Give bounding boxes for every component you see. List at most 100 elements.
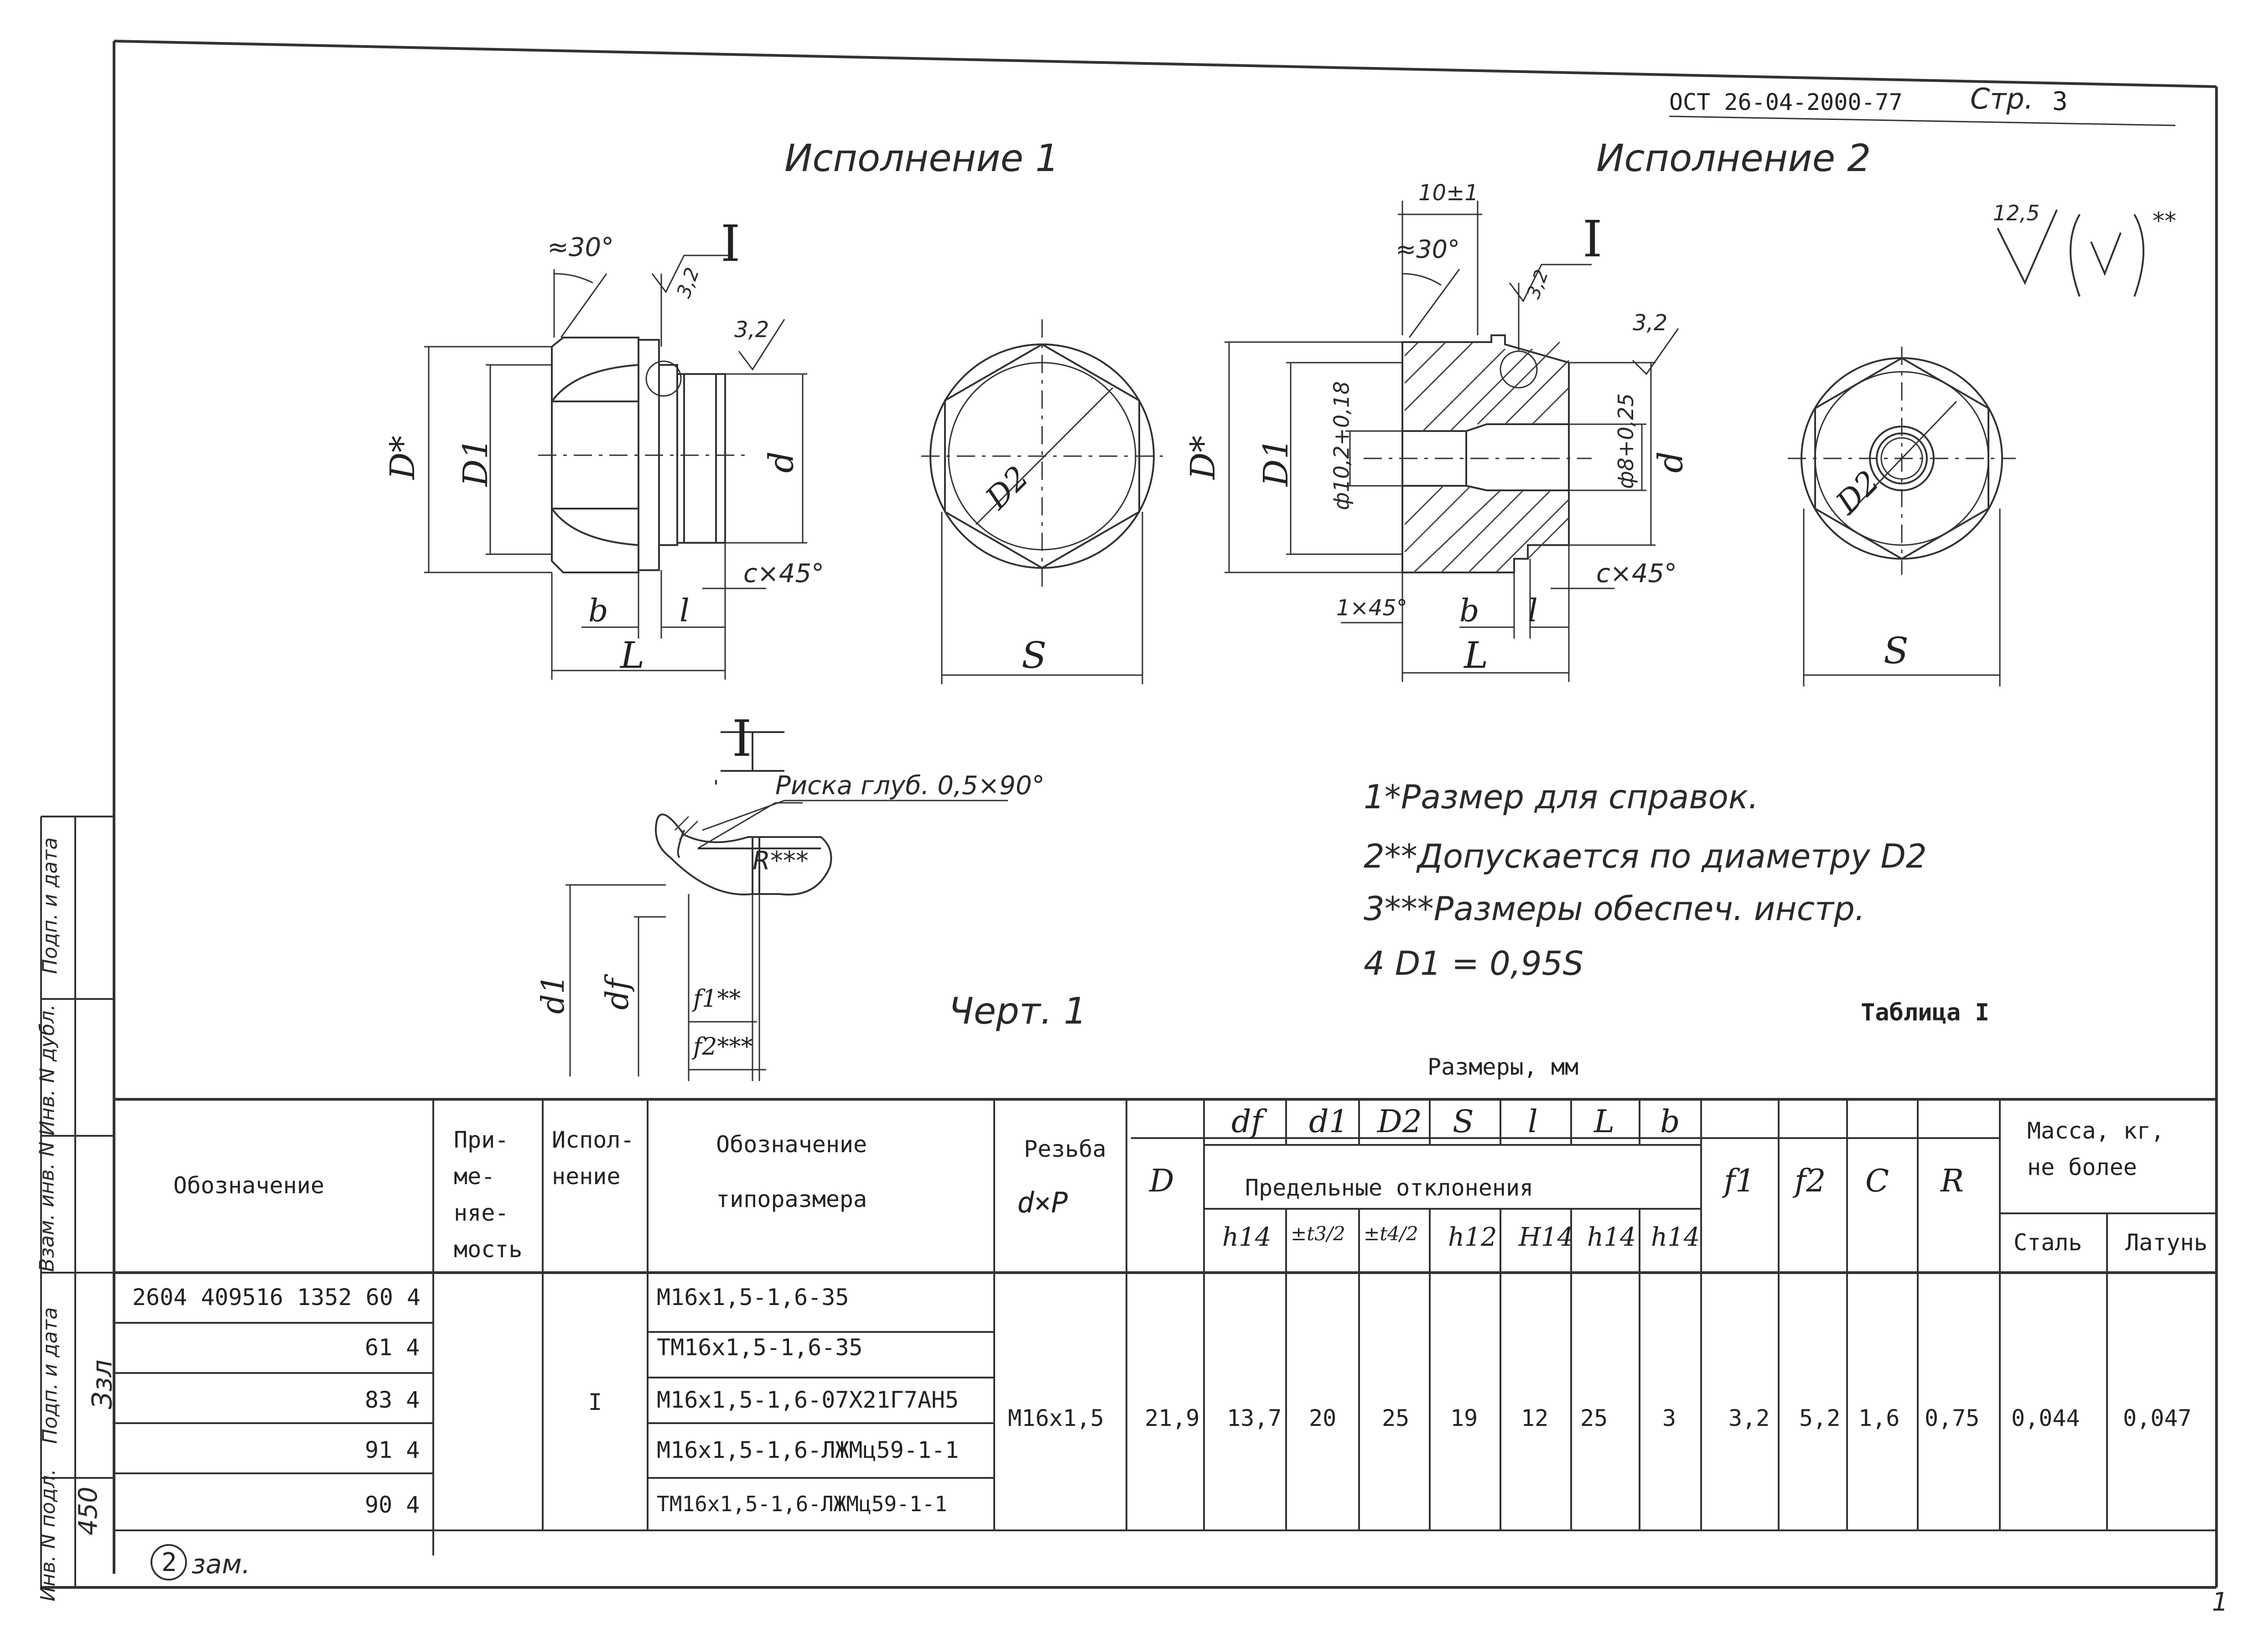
change-circle: [151, 1544, 187, 1581]
note-4: 4 D1 = 0,95S: [1364, 944, 1584, 983]
table-row-designation: 90 4: [365, 1492, 420, 1518]
th-designation: Обозначение: [173, 1172, 325, 1199]
v1-D-star: D*: [383, 435, 423, 480]
table-row-size: M16x1,5-1,6-07X21Г7АН5: [657, 1387, 959, 1413]
roughness-stars: **: [2153, 208, 2176, 235]
table-row-size: TM16x1,5-1,6-ЛЖМц59-1-1: [657, 1492, 947, 1516]
note-1: 1*Размер для справок.: [1364, 778, 1759, 816]
table-subcaption: Размеры, мм: [1427, 1054, 1579, 1080]
v1-S: S: [1022, 634, 1047, 676]
v2-detail-mark: I: [1583, 210, 1603, 268]
th-L: L: [1594, 1104, 1615, 1140]
th-tol-df: h14: [1222, 1222, 1272, 1252]
th-tol-l: H14: [1519, 1222, 1574, 1252]
footer-page: 1: [2212, 1587, 2228, 1617]
v2-d: d: [1651, 451, 1691, 473]
th-thread-2: d×P: [1017, 1186, 1068, 1219]
cell-S: 19: [1450, 1405, 1478, 1431]
sidebar-label-dupl: Инв. N дубл.: [36, 1004, 59, 1136]
sidebar-signature: Ззл: [86, 1359, 119, 1409]
th-D: D: [1149, 1163, 1174, 1199]
v1-l: l: [680, 593, 690, 629]
detail-mark: I: [732, 709, 752, 768]
v2-hole-small: ф8+0,25: [1613, 393, 1638, 489]
v1-detail-mark: I: [721, 214, 741, 273]
v1-L: L: [620, 634, 645, 676]
th-limits: Предельные отклонения: [1245, 1175, 1534, 1201]
detail-f2: f2***: [693, 1033, 753, 1061]
th-brass: Латунь: [2125, 1229, 2208, 1256]
th-variant-1: Испол-: [552, 1127, 634, 1153]
th-b: b: [1660, 1104, 1680, 1140]
sidebar-label-sign-date: Подп. и дата: [38, 1307, 62, 1444]
v2-S: S: [1884, 629, 1909, 672]
change-number: 2: [161, 1548, 177, 1577]
cell-thread: M16x1,5: [1008, 1405, 1104, 1431]
cell-mass-brass: 0,047: [2123, 1405, 2192, 1431]
table-row-designation: 61 4: [365, 1334, 420, 1361]
th-variant-2: нение: [552, 1163, 621, 1190]
note-2: 2**Допускается по диаметру D2: [1364, 837, 1927, 875]
th-tol-D2: ±t4/2: [1364, 1222, 1418, 1245]
th-tol-L: h14: [1587, 1222, 1636, 1252]
table-row-designation: 91 4: [365, 1437, 420, 1463]
cell-D: 21,9: [1145, 1405, 1200, 1431]
th-size-1: Обозначение: [716, 1131, 867, 1158]
th-D2: D2: [1377, 1104, 1422, 1140]
th-f1: f1: [1724, 1163, 1755, 1199]
spec-table-grid: [114, 1098, 2216, 1555]
cell-f1: 3,2: [1728, 1405, 1770, 1431]
v1-chamfer: c×45°: [743, 559, 824, 588]
th-S: S: [1453, 1104, 1474, 1140]
th-applicability-3: няе-: [454, 1200, 509, 1226]
cell-D2: 25: [1382, 1405, 1410, 1431]
doc-number: ОСТ 26-04-2000-77: [1669, 89, 1903, 115]
v1-b: b: [588, 593, 608, 629]
cell-f2: 5,2: [1799, 1405, 1841, 1431]
table-row-size: M16x1,5-1,6-35: [657, 1284, 849, 1311]
v2-rough-b: 3,2: [1633, 310, 1668, 336]
th-applicability-2: ме-: [454, 1163, 495, 1190]
cell-df: 13,7: [1227, 1405, 1282, 1431]
th-thread-1: Резьба: [1024, 1136, 1106, 1162]
cell-mass-steel: 0,044: [2011, 1405, 2080, 1431]
v1-angle: ≈30°: [547, 233, 614, 262]
left-sidebar-grid: [40, 816, 114, 1587]
variant1-title: Исполнение 1: [784, 137, 1059, 180]
v2-L: L: [1464, 634, 1489, 676]
v1-D1: D1: [456, 437, 496, 487]
cell-d1: 20: [1309, 1405, 1337, 1431]
table-row-size: TM16x1,5-1,6-35: [657, 1334, 863, 1361]
v2-chamfer: c×45°: [1596, 559, 1677, 588]
th-tol-d1: ±t3/2: [1291, 1222, 1345, 1245]
page-label: Стр.: [1970, 82, 2034, 115]
table-caption: Таблица I: [1861, 999, 1989, 1026]
sidebar-label-inv: Инв. N подл.: [36, 1469, 60, 1602]
page-number: 3: [2052, 87, 2068, 116]
th-f2: f2: [1795, 1163, 1826, 1199]
th-d1: d1: [1309, 1104, 1349, 1140]
v2-D-star: D*: [1183, 435, 1223, 480]
table-row-designation: 83 4: [365, 1387, 420, 1413]
sidebar-label-sign-date-top: Подп. и дата: [38, 837, 62, 974]
th-size-2: типоразмера: [716, 1186, 867, 1212]
header-underline: [1669, 115, 2176, 126]
th-applicability-1: При-: [454, 1127, 509, 1153]
cell-l: 12: [1521, 1405, 1549, 1431]
cell-variant: I: [588, 1389, 602, 1415]
th-applicability-4: мость: [454, 1236, 523, 1263]
th-df: df: [1231, 1104, 1263, 1140]
detail-R: R***: [753, 846, 809, 876]
groove-note: Риска глуб. 0,5×90°: [775, 771, 1045, 801]
v2-b: b: [1459, 593, 1479, 629]
detail-d1: d1: [535, 974, 571, 1014]
drawing-label: Черт. 1: [949, 990, 1087, 1032]
v2-chamfer-left: 1×45°: [1336, 595, 1407, 621]
v2-l: l: [1528, 593, 1538, 629]
variant2-end-view: [1788, 347, 2016, 686]
th-l: l: [1528, 1104, 1538, 1140]
th-tol-b: h14: [1651, 1222, 1700, 1252]
th-mass-1: Масса, кг,: [2027, 1118, 2165, 1144]
th-mass-2: не более: [2027, 1154, 2137, 1181]
